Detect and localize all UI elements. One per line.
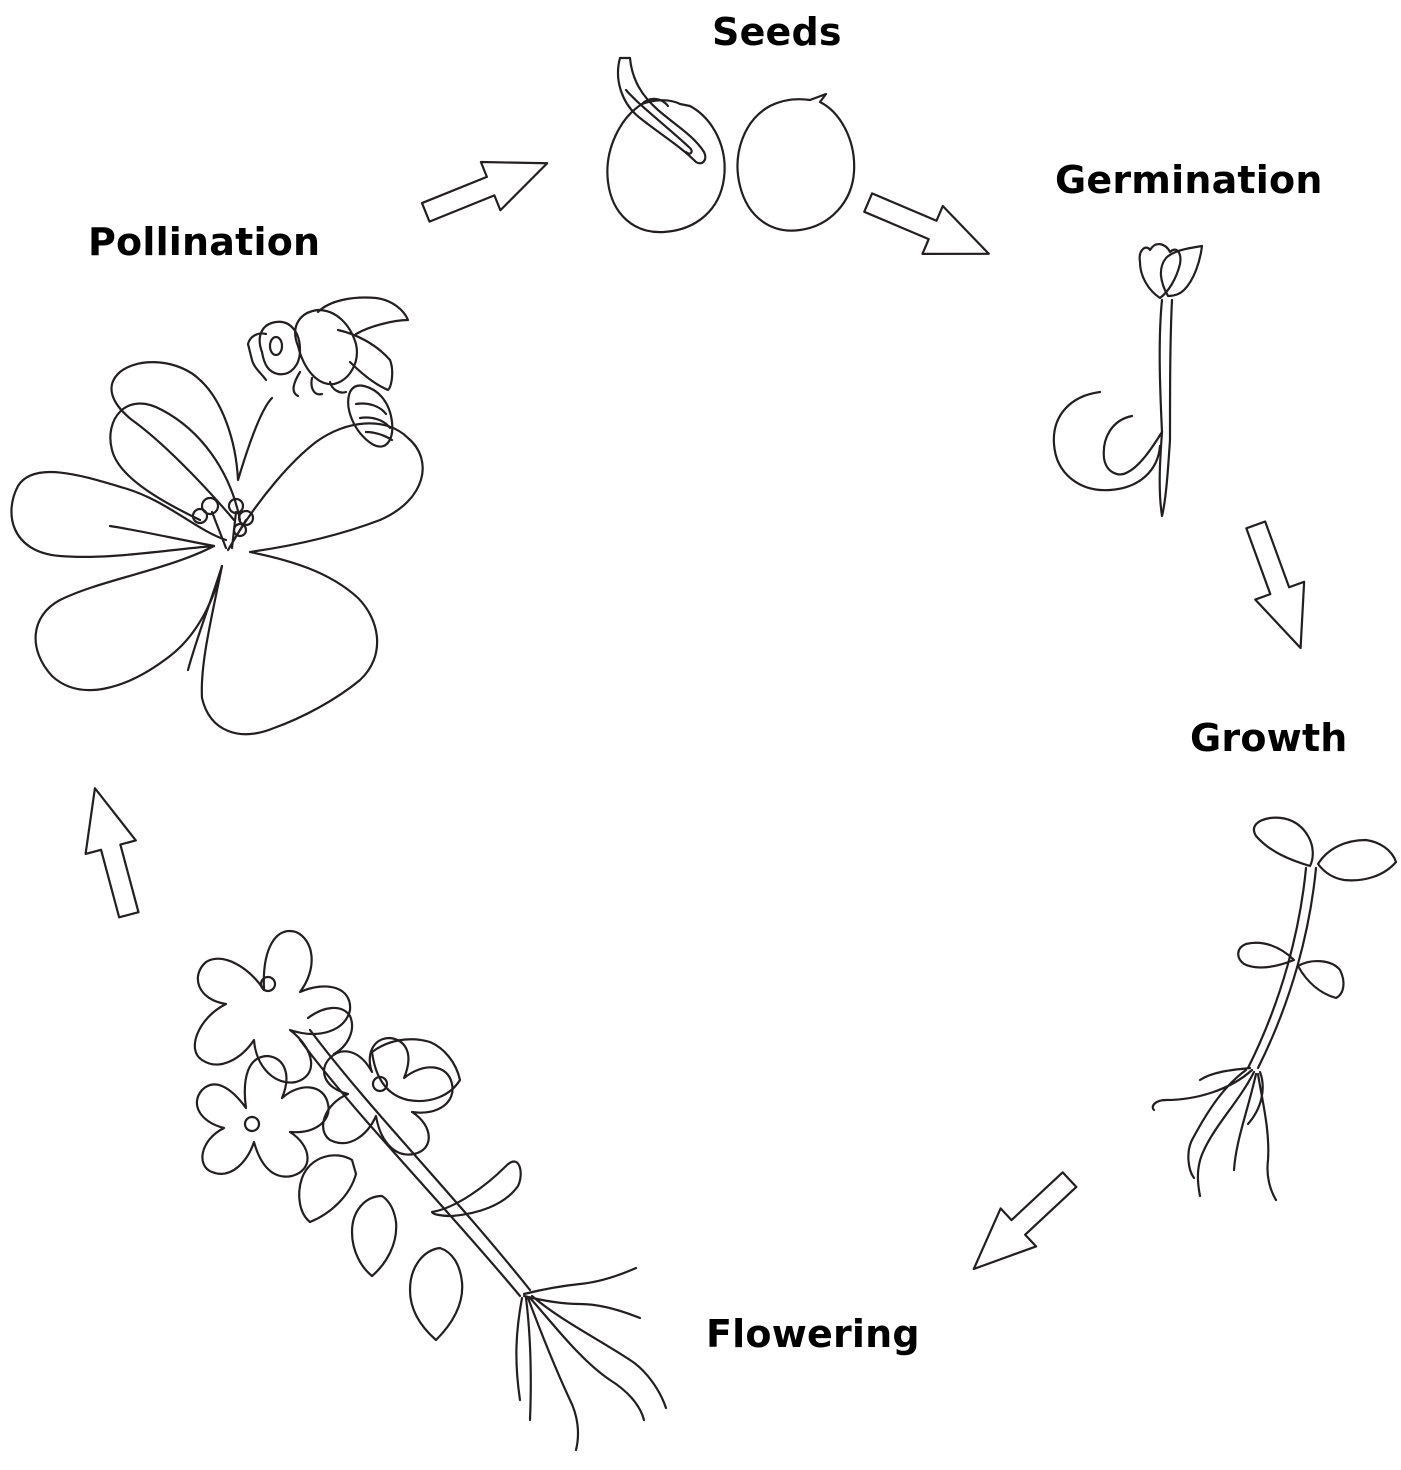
flowering-flower-top — [195, 931, 350, 1083]
flowering-leaf-3 — [410, 1248, 462, 1340]
growth-roots — [1153, 1068, 1276, 1200]
growth-leaf-top-left — [1254, 818, 1313, 866]
pollination-vein-1 — [110, 526, 214, 546]
bee-thorax — [295, 310, 357, 384]
seed-right — [738, 94, 855, 231]
growth-leaf-top-right — [1318, 840, 1396, 880]
arrow-growth-to-flowering — [956, 1161, 1087, 1288]
stage-label-germination: Germination — [1055, 158, 1323, 202]
arrow-germination-to-growth — [1231, 516, 1325, 657]
flowering-flower-right — [323, 1038, 452, 1155]
flowering-illustration — [195, 931, 666, 1450]
bee-head — [260, 322, 300, 374]
bee-eye — [270, 337, 282, 355]
arrow-pollination-to-seeds — [416, 139, 557, 236]
growth-leaf-mid-right — [1298, 961, 1343, 998]
germination-root — [1160, 432, 1170, 516]
pollination-petal-top — [111, 362, 272, 520]
germination-leaf-right — [1161, 246, 1202, 296]
bee-wing-bottom — [338, 330, 392, 390]
germination-stem — [1160, 300, 1172, 440]
pollination-illustration — [11, 298, 422, 735]
flowering-roots — [516, 1268, 666, 1450]
arrow-seeds-to-germination — [858, 179, 999, 278]
bee-legs — [294, 372, 346, 396]
seed-sprout — [618, 58, 705, 163]
pollination-flower-top-petal — [110, 404, 240, 520]
growth-illustration — [1153, 818, 1396, 1200]
flowering-leaf-1 — [299, 1155, 356, 1222]
stage-label-pollination: Pollination — [88, 220, 320, 264]
stage-label-growth: Growth — [1190, 716, 1348, 760]
growth-leaf-mid-left — [1238, 943, 1294, 968]
bee-wing-top — [318, 298, 408, 334]
arrow-flowering-to-pollination — [70, 782, 154, 922]
stage-label-seeds: Seeds — [712, 10, 842, 54]
germination-illustration — [1054, 244, 1202, 516]
flowering-leaf-2 — [352, 1196, 396, 1276]
seeds-illustration — [607, 58, 854, 232]
seed-left — [607, 100, 724, 232]
stage-label-flowering: Flowering — [706, 1312, 920, 1356]
germination-seed — [1054, 392, 1160, 490]
